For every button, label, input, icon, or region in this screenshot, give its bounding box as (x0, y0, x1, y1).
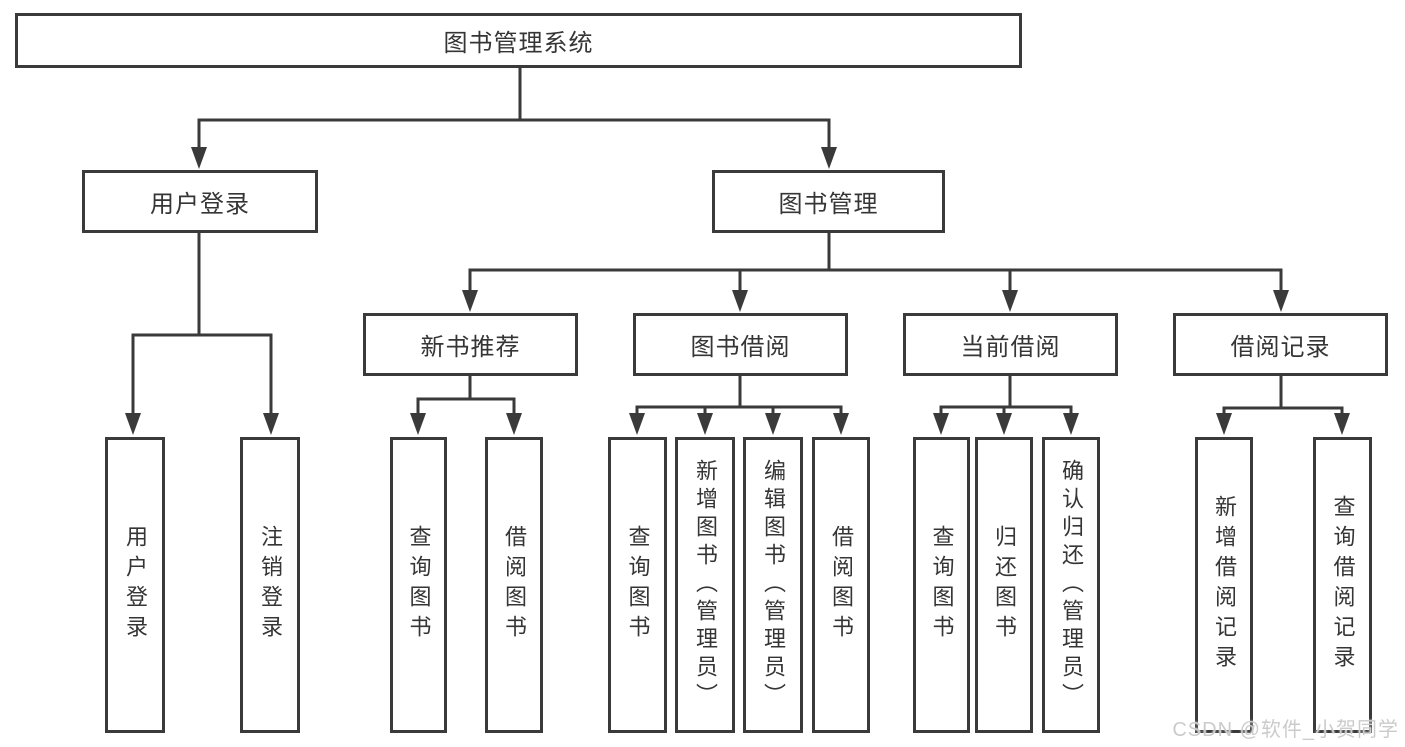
leaf-current-confirm-return-admin: 确认归还（管理员） (1042, 437, 1100, 733)
node-user-login-label: 用户登录 (150, 191, 250, 218)
leaf-newrec-query-books: 查询图书 (390, 437, 447, 733)
arrowheads (125, 147, 1350, 435)
node-user-login: 用户登录 (82, 170, 318, 233)
node-borrow-records-label: 借阅记录 (1230, 334, 1331, 361)
leaf-borrow-borrow-books: 借阅图书 (812, 437, 870, 733)
node-new-book-recommend: 新书推荐 (363, 313, 578, 376)
leaf-user-login: 用户登录 (105, 437, 165, 733)
leaf-newrec-query-books-label: 查询图书 (406, 525, 432, 645)
leaf-current-query-books: 查询图书 (913, 437, 970, 733)
leaf-records-add-record: 新增借阅记录 (1195, 437, 1253, 733)
leaf-user-login-label: 用户登录 (123, 525, 148, 645)
leaf-current-return-books-label: 归还图书 (992, 525, 1017, 645)
leaf-borrow-query-books-label: 查询图书 (625, 525, 651, 645)
node-book-management-label: 图书管理 (778, 191, 879, 218)
csdn-watermark: CSDN @软件_小贺同学 (1172, 719, 1399, 741)
leaf-newrec-borrow-books: 借阅图书 (485, 437, 543, 733)
leaf-logout: 注销登录 (240, 437, 300, 733)
leaf-logout-label: 注销登录 (258, 525, 283, 645)
node-library-system: 图书管理系统 (15, 13, 1022, 68)
leaf-borrow-borrow-books-label: 借阅图书 (829, 525, 854, 645)
leaf-records-add-record-label: 新增借阅记录 (1212, 495, 1237, 675)
node-current-borrow-label: 当前借阅 (960, 334, 1061, 361)
leaf-records-query-record-label: 查询借阅记录 (1330, 495, 1356, 675)
node-new-book-recommend-label: 新书推荐 (420, 334, 521, 361)
node-current-borrow: 当前借阅 (903, 313, 1118, 376)
leaf-borrow-edit-books-admin: 编辑图书（管理员） (743, 437, 803, 733)
leaf-borrow-query-books: 查询图书 (608, 437, 667, 733)
leaf-borrow-add-books-admin: 新增图书（管理员） (675, 437, 735, 733)
leaf-current-return-books: 归还图书 (975, 437, 1033, 733)
leaf-records-query-record: 查询借阅记录 (1313, 437, 1372, 733)
node-book-borrow: 图书借阅 (633, 313, 848, 376)
leaf-current-query-books-label: 查询图书 (929, 525, 955, 645)
leaf-newrec-borrow-books-label: 借阅图书 (502, 525, 527, 645)
node-borrow-records: 借阅记录 (1173, 313, 1388, 376)
leaf-borrow-edit-books-admin-label: 编辑图书（管理员） (761, 459, 786, 711)
leaf-current-confirm-return-admin-label: 确认归还（管理员） (1059, 459, 1084, 711)
node-library-system-label: 图书管理系统 (443, 30, 594, 57)
node-book-borrow-label: 图书借阅 (690, 334, 791, 361)
node-book-management: 图书管理 (712, 170, 945, 233)
leaf-borrow-add-books-admin-label: 新增图书（管理员） (693, 459, 718, 711)
